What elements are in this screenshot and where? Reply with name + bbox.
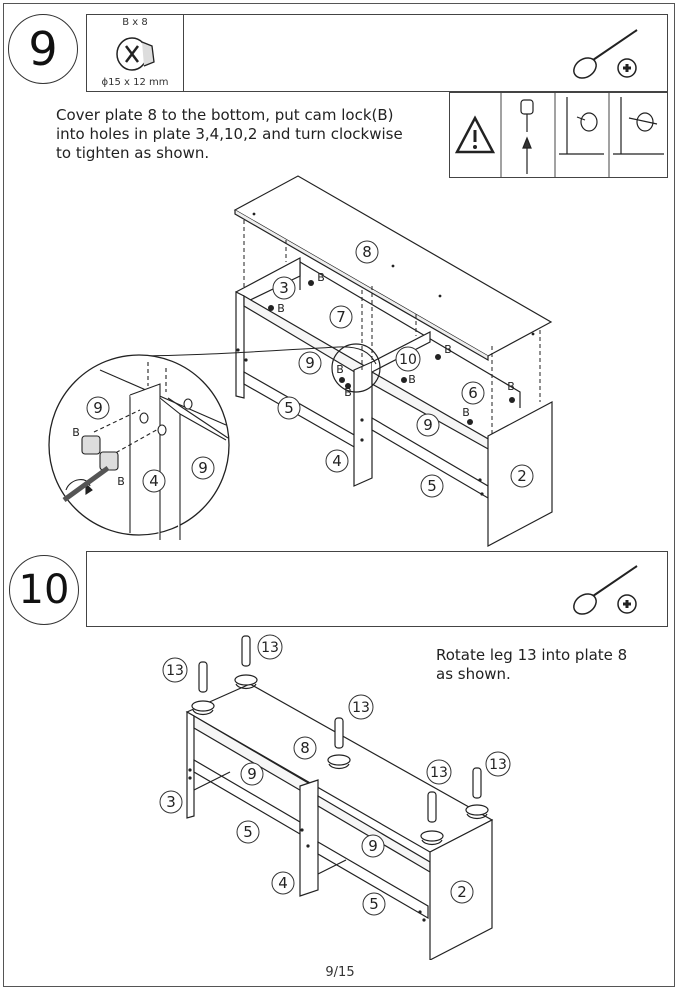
camlock-label: B [462, 406, 470, 419]
phillips-screwdriver-icon [573, 29, 638, 79]
plate-9-label: 9 [423, 416, 433, 434]
leg-13-label: 13 [166, 663, 184, 679]
step10-number: 10 [9, 555, 79, 625]
detail-camlock-label: B [117, 475, 125, 488]
cam-lock-tighten-drawing [613, 97, 664, 155]
instruction-line: Cover plate 8 to the bottom, put cam loc… [56, 106, 394, 124]
plate-4-label: 4 [278, 874, 288, 892]
step10-tool-panel [86, 551, 668, 627]
leg-icons [191, 635, 489, 846]
detail-plate-4-label: 4 [149, 472, 159, 490]
plate-9-label: 9 [247, 765, 257, 783]
step9-number-text: 9 [28, 22, 58, 76]
camlock-label: B [408, 373, 416, 386]
step10-callouts [159, 634, 511, 916]
step9-number: 9 [8, 14, 78, 84]
detail-magnifier [48, 343, 381, 540]
instruction-line: into holes in plate 3,4,10,2 and turn cl… [56, 125, 403, 143]
plate-9-label: 9 [368, 837, 378, 855]
plate-10-label: 10 [399, 352, 417, 368]
detail-plate-9-label: 9 [93, 399, 103, 417]
camlock-label: B [444, 343, 452, 356]
detail-camlock-label: B [72, 426, 80, 439]
camlock-label: B [507, 380, 515, 393]
page-number: 9/15 [325, 965, 355, 980]
warning-triangle-icon [454, 115, 496, 154]
cam-lock-insert-drawing [520, 99, 534, 174]
page-frame [3, 3, 675, 987]
plate-7-label: 7 [336, 308, 346, 326]
leg-13-label: 13 [489, 757, 507, 773]
camlock-label: B [344, 386, 352, 399]
leg-icon [234, 635, 258, 690]
camlock-label: B [317, 271, 325, 284]
plate-5-label: 5 [284, 399, 294, 417]
plate-2-label: 2 [517, 467, 527, 485]
leg-icon [465, 767, 489, 820]
camlock-label: B [336, 363, 344, 376]
leg-icon [420, 791, 444, 846]
step9-instruction: Cover plate 8 to the bottom, put cam loc… [56, 106, 446, 163]
plate-8-label: 8 [300, 739, 310, 757]
step9-part-size: ϕ15 x 12 mm [101, 77, 169, 88]
step10-number-text: 10 [18, 567, 70, 613]
leg-13-label: 13 [430, 765, 448, 781]
leg-13-label: 13 [261, 640, 279, 656]
step10-assembly-diagram: 13 13 13 13 13 8 9 3 5 9 4 5 2 [159, 634, 511, 960]
instruction-line: as shown. [436, 665, 511, 683]
step9-assembly-diagram: 8 3 7 9 10 6 9 5 4 5 2 9 4 9 B B B B B B… [48, 175, 553, 547]
cam-lock-icon [116, 37, 155, 71]
warning-panel [449, 92, 668, 178]
step9-part-qty: B x 8 [122, 17, 148, 28]
camlock-label: B [277, 302, 285, 315]
phillips-screwdriver-icon [573, 565, 638, 615]
detail-plate-9-label: 9 [198, 459, 208, 477]
plate-9-label: 9 [305, 354, 315, 372]
instruction-line: to tighten as shown. [56, 144, 210, 162]
plate-3-label: 3 [279, 279, 289, 297]
leg-icon [191, 661, 215, 716]
plate-2-label: 2 [457, 883, 467, 901]
leg-icon [327, 717, 351, 770]
plate-4-label: 4 [332, 452, 342, 470]
instruction-line: Rotate leg 13 into plate 8 [436, 646, 628, 664]
warning-panel-drawing [454, 92, 664, 178]
leg-13-label: 13 [352, 700, 370, 716]
cam-lock-turn-drawing [559, 97, 604, 155]
plate-5-label: 5 [243, 823, 253, 841]
step9-hardware-cell [86, 14, 184, 92]
step9-callouts [86, 240, 534, 498]
plate-6-label: 6 [468, 384, 478, 402]
plate-5-label: 5 [369, 895, 379, 913]
plate-5-label: 5 [427, 477, 437, 495]
plate-8-label: 8 [362, 243, 372, 261]
step10-instruction: Rotate leg 13 into plate 8 as shown. [436, 646, 666, 684]
plate-3-label: 3 [166, 793, 176, 811]
